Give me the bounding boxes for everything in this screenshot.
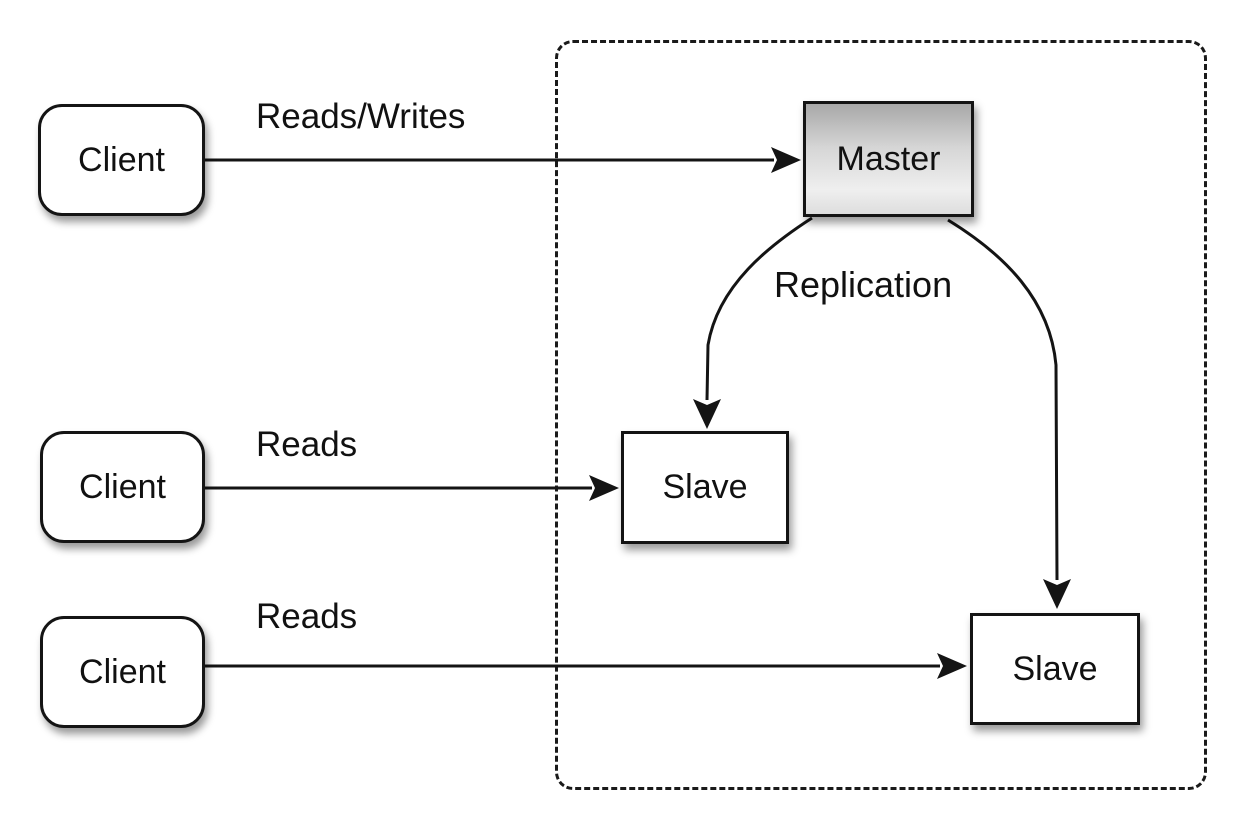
- client-node-1-label: Client: [78, 140, 165, 179]
- edge-label-reads-slave2: Reads: [256, 597, 358, 636]
- arrow-client1-to-master: [205, 147, 801, 173]
- client-node-3-label: Client: [79, 652, 166, 691]
- client-node-3: Client: [40, 616, 205, 728]
- slave-node-1: Slave: [621, 431, 789, 544]
- cluster-boundary: [555, 40, 1207, 790]
- master-node: Master: [803, 101, 974, 217]
- edge-label-reads-slave1: Reads: [256, 425, 358, 464]
- master-node-label: Master: [836, 139, 941, 178]
- slave-node-2-label: Slave: [1012, 649, 1098, 688]
- slave-node-2: Slave: [970, 613, 1140, 725]
- client-node-2: Client: [40, 431, 205, 543]
- arrow-master-to-slave1: [693, 216, 813, 429]
- slave-node-1-label: Slave: [662, 468, 748, 506]
- arrow-client2-to-slave1: [205, 475, 619, 501]
- edge-label-reads-writes: Reads/Writes: [256, 97, 466, 136]
- client-node-1: Client: [38, 104, 205, 216]
- edge-label-replication: Replication: [774, 264, 953, 305]
- arrow-client3-to-slave2: [205, 653, 967, 679]
- arrow-master-to-slave2: [947, 218, 1071, 609]
- client-node-2-label: Client: [79, 467, 166, 506]
